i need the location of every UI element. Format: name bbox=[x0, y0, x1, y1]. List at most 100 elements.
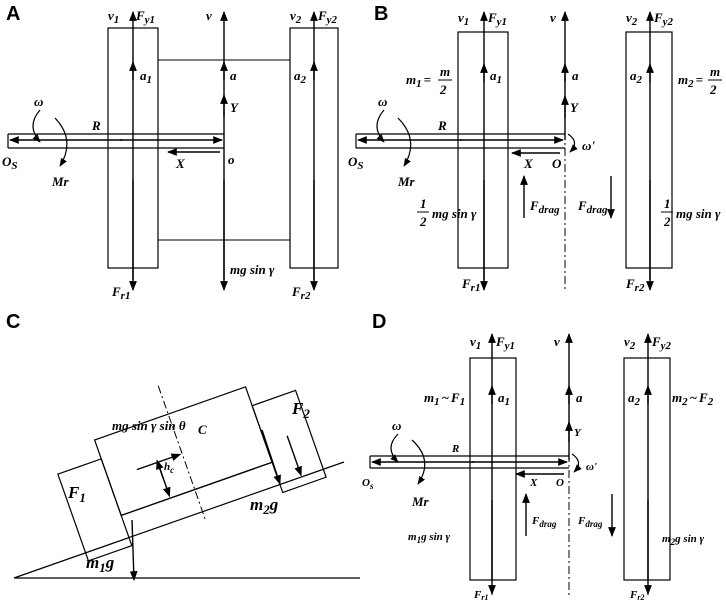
b-m2-den: 2 bbox=[709, 82, 717, 97]
d-x-label: X bbox=[529, 477, 538, 489]
b-omega-prime-label: ω' bbox=[582, 138, 595, 153]
a-o-label: o bbox=[228, 152, 235, 167]
a-fy1-label: Fy1 bbox=[135, 8, 155, 26]
d-omega-prime-label: ω' bbox=[586, 461, 597, 473]
c-slope bbox=[13, 461, 345, 579]
d-os-label: Os bbox=[362, 477, 374, 491]
b-v1-label: v1 bbox=[458, 10, 469, 28]
b-a-label: a bbox=[572, 68, 579, 83]
d-fr2-label: Fr2 bbox=[629, 589, 644, 600]
b-omega-arrow bbox=[376, 109, 385, 143]
a-fr1-label: Fr1 bbox=[111, 284, 130, 302]
a-mr-label: Mr bbox=[51, 174, 70, 189]
c-hc-label: hc bbox=[164, 461, 174, 475]
b-y-label: Y bbox=[570, 100, 579, 115]
c-m2g-label: m2g bbox=[250, 495, 279, 517]
d-fy2-label: Fy2 bbox=[651, 334, 672, 352]
c-c-label: C bbox=[198, 422, 207, 437]
b-fy1-label: Fy1 bbox=[487, 10, 507, 28]
d-mr-label: Mr bbox=[411, 494, 430, 509]
d-v2-label: v2 bbox=[624, 334, 636, 352]
b-mr-arrow bbox=[397, 117, 412, 167]
a-omega-arrow bbox=[32, 109, 41, 143]
a-a1-label: a1 bbox=[140, 68, 152, 86]
d-a1-label: a1 bbox=[498, 390, 510, 408]
b-os-label: OS bbox=[348, 154, 364, 172]
d-m2f2-label: m2~F2 bbox=[672, 390, 714, 408]
d-y-label: Y bbox=[574, 427, 582, 439]
d-omega-prime-arrow bbox=[571, 453, 582, 473]
b-fy2-label: Fy2 bbox=[653, 10, 674, 28]
b-mg-right-label: mg sin γ bbox=[676, 206, 721, 221]
panel-b-label: B bbox=[374, 3, 388, 25]
c-mgsin-label: mg sin γ sin θ bbox=[112, 418, 186, 433]
d-r-label: R bbox=[451, 443, 459, 455]
d-right-wheel bbox=[623, 357, 671, 581]
a-v-label: v bbox=[206, 8, 212, 23]
panel-a-label: A bbox=[6, 3, 20, 25]
b-half-num-right: 1 bbox=[664, 196, 671, 211]
a-r-label: R bbox=[91, 118, 101, 133]
d-omega-label: ω bbox=[392, 418, 401, 433]
a-v2-label: v2 bbox=[290, 8, 302, 26]
b-mr-label: Mr bbox=[397, 174, 416, 189]
b-half-den-right: 2 bbox=[663, 214, 671, 229]
b-m2-label: m2= bbox=[678, 72, 703, 90]
a-fy2-label: Fy2 bbox=[317, 8, 338, 26]
d-v-label: v bbox=[554, 334, 560, 349]
a-mr-arrow bbox=[54, 117, 68, 167]
a-os-label: OS bbox=[2, 154, 18, 172]
panel-a: A v1 Fy1 v v2 Fy2 a1 a a2 Y R bbox=[2, 3, 339, 302]
a-omega-label: ω bbox=[34, 94, 43, 109]
b-r-label: R bbox=[437, 118, 447, 133]
b-fr1-label: Fr1 bbox=[461, 276, 480, 294]
d-fdrag-down-label: Fdrag bbox=[577, 515, 603, 529]
b-m1-den: 2 bbox=[439, 82, 447, 97]
c-left-wheel bbox=[57, 458, 133, 562]
b-fdrag-down-label: Fdrag bbox=[577, 198, 608, 216]
panel-c-label: C bbox=[6, 311, 20, 333]
c-m1g-label: m1g bbox=[86, 553, 115, 575]
d-mr-arrow bbox=[411, 439, 426, 485]
panel-d-label: D bbox=[372, 311, 386, 333]
c-hc-down bbox=[157, 464, 171, 498]
panel-d: D v1 Fy1 v v2 Fy2 m1~F1 m2~F2 a1 a bbox=[362, 311, 714, 600]
d-a2-label: a2 bbox=[628, 390, 641, 408]
b-right-wheel bbox=[625, 31, 673, 269]
c-body-base bbox=[120, 461, 273, 517]
a-a2-label: a2 bbox=[294, 68, 307, 86]
d-m1f1-label: m1~F1 bbox=[424, 390, 465, 408]
b-m2-num: m bbox=[710, 64, 720, 79]
d-omega-arrow bbox=[390, 433, 399, 463]
c-f2-label: F2 bbox=[291, 399, 310, 421]
c-vehicle bbox=[57, 385, 327, 562]
panel-b: B v1 Fy1 v v2 Fy2 m1= m 2 m2= bbox=[348, 3, 722, 294]
b-x-label: X bbox=[523, 156, 533, 171]
d-fdrag-up-label: Fdrag bbox=[531, 515, 557, 529]
a-y-label: Y bbox=[230, 100, 239, 115]
b-a2-label: a2 bbox=[630, 68, 643, 86]
d-fy1-label: Fy1 bbox=[495, 334, 515, 352]
b-v2-label: v2 bbox=[626, 10, 638, 28]
d-m1g-label: m1g sin γ bbox=[408, 531, 451, 545]
d-fr1-label: Fr1 bbox=[473, 589, 488, 600]
b-m1-label: m1= bbox=[406, 72, 431, 90]
b-fdrag-up-label: Fdrag bbox=[529, 198, 560, 216]
b-m1-num: m bbox=[440, 64, 450, 79]
b-o-label: O bbox=[552, 156, 562, 171]
a-v1-label: v1 bbox=[108, 8, 119, 26]
panel-c: C F1 F2 mg sin γ sin θ C hc m1g m2g bbox=[6, 311, 360, 581]
c-force-arrow bbox=[136, 453, 182, 471]
c-center-line bbox=[157, 385, 206, 520]
b-half-num-left: 1 bbox=[420, 196, 427, 211]
d-m2g-label: m2g sin γ bbox=[662, 533, 705, 547]
b-v-label: v bbox=[550, 10, 556, 25]
c-f1-label: F1 bbox=[67, 483, 86, 505]
b-mg-left-label: mg sin γ bbox=[432, 206, 477, 221]
c-m2g-arrow bbox=[261, 429, 281, 485]
b-fr2-label: Fr2 bbox=[625, 276, 645, 294]
a-mg-label: mg sin γ bbox=[230, 262, 275, 277]
b-a1-label: a1 bbox=[490, 68, 502, 86]
